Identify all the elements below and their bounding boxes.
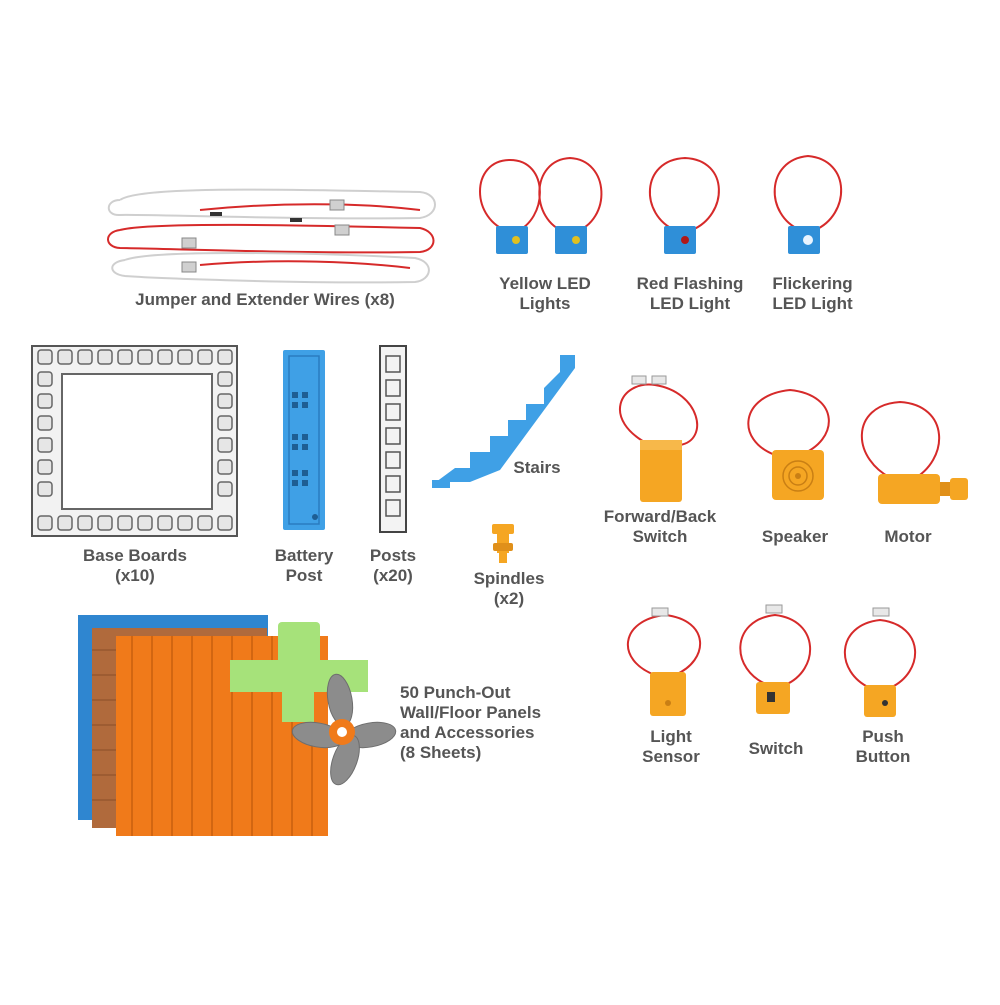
label-line: and Accessories	[400, 723, 535, 742]
label-forward-back-switch: Forward/Back Switch	[585, 507, 735, 547]
label-line: (x10)	[115, 566, 155, 585]
yellow-led-illustration	[479, 156, 603, 254]
label-battery-post: Battery Post	[262, 546, 346, 586]
label-spindles: Spindles (x2)	[462, 569, 556, 609]
label-line: Yellow LED	[499, 274, 591, 293]
label-punch-out-panels: 50 Punch-Out Wall/Floor Panels and Acces…	[400, 683, 580, 763]
label-switch: Switch	[730, 739, 822, 759]
label-line: (x20)	[373, 566, 413, 585]
spindles-illustration	[492, 524, 514, 563]
label-posts: Posts (x20)	[356, 546, 430, 586]
label-line: Forward/Back	[603, 507, 717, 526]
label-line: Switch	[632, 527, 688, 546]
label-line: 50 Punch-Out	[400, 683, 511, 702]
light-sensor-illustration	[627, 607, 701, 716]
label-line: Stairs	[513, 458, 561, 477]
flickering-led-illustration	[773, 154, 843, 254]
stairs-illustration	[432, 355, 575, 488]
label-red-flashing-led: Red Flashing LED Light	[625, 274, 755, 314]
label-yellow-led: Yellow LED Lights	[480, 274, 610, 314]
label-line: Flickering	[772, 274, 853, 293]
jumper-wires-illustration	[107, 188, 436, 284]
label-jumper-wires: Jumper and Extender Wires (x8)	[110, 290, 420, 310]
posts-illustration	[379, 345, 407, 533]
motor-illustration	[860, 400, 968, 504]
label-line: Battery	[274, 546, 334, 565]
label-line: Spindles	[473, 569, 545, 588]
label-line: Switch	[748, 739, 804, 758]
label-line: LED Light	[772, 294, 853, 313]
forward-back-switch-illustration	[618, 375, 699, 502]
label-motor: Motor	[868, 527, 948, 547]
label-line: Lights	[519, 294, 571, 313]
label-light-sensor: Light Sensor	[626, 727, 716, 767]
label-line: Button	[855, 747, 911, 766]
label-base-boards: Base Boards (x10)	[75, 546, 195, 586]
label-line: Red Flashing	[636, 274, 744, 293]
red-flashing-led-illustration	[649, 156, 720, 254]
switch-illustration	[739, 604, 811, 714]
label-push-button: Push Button	[838, 727, 928, 767]
label-speaker: Speaker	[748, 527, 842, 547]
label-line: (x2)	[493, 589, 525, 608]
speaker-illustration	[747, 388, 830, 500]
punch-out-panels-illustration	[78, 615, 397, 836]
base-boards-illustration	[31, 345, 238, 537]
push-button-illustration	[844, 607, 916, 717]
label-line: Sensor	[642, 747, 700, 766]
label-line: LED Light	[649, 294, 731, 313]
label-line: Push	[862, 727, 904, 746]
label-flickering-led: Flickering LED Light	[755, 274, 870, 314]
label-line: Posts	[369, 546, 417, 565]
label-line: Post	[285, 566, 323, 585]
battery-post-illustration	[283, 350, 325, 530]
label-line: Speaker	[761, 527, 829, 546]
label-line: Jumper and Extender Wires (x8)	[135, 290, 395, 309]
label-line: (8 Sheets)	[400, 743, 482, 762]
label-stairs: Stairs	[500, 458, 574, 478]
label-line: Motor	[884, 527, 932, 546]
label-line: Light	[650, 727, 692, 746]
label-line: Wall/Floor Panels	[400, 703, 542, 722]
label-line: Base Boards	[83, 546, 187, 565]
